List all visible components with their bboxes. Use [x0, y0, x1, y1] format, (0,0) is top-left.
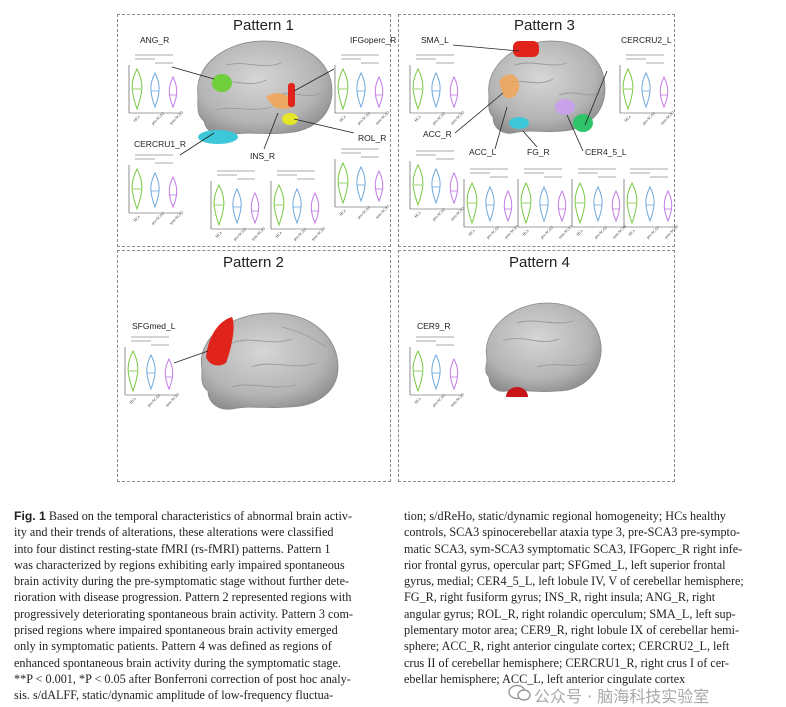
acc-r-violin [403, 147, 465, 222]
ins-r-blob [266, 93, 295, 109]
ang-r-blob [212, 74, 232, 92]
caption-line-2: ity and their trends of alterations, the… [14, 525, 334, 540]
caption-line-10: enhanced spontaneous brain activity duri… [14, 655, 341, 670]
caption-line-7: progressively deteriorating spontaneous … [14, 606, 354, 621]
ins-r-violin-1 [204, 167, 266, 242]
caption-line-4: was characterized by regions exhibiting … [14, 557, 345, 572]
pattern-4-title: Pattern 4 [509, 254, 570, 271]
caption-line-9: only in symptomatic patients. Pattern 4 … [14, 639, 332, 654]
region-label-ang-r: ANG_R [140, 35, 170, 45]
region-label-sma-l: SMA_L [421, 35, 449, 45]
pattern-4-panel: Pattern 4 CER9_R [398, 250, 675, 482]
pattern-1-brain [197, 40, 333, 144]
pattern-1-title: Pattern 1 [233, 17, 294, 34]
cer4-5-l-blob [555, 99, 575, 115]
pattern-3-panel: Pattern 3 SMA_L CERCRU2_L ACC_R ACC_L FG… [398, 14, 675, 247]
pattern-4-brain [485, 302, 602, 397]
cer9-r-violin [403, 333, 465, 408]
cer9-r-blob [506, 387, 528, 397]
region-label-cercru2-l: CERCRU2_L [621, 35, 672, 45]
caption-line-11: **P < 0.001, *P < 0.05 after Bonferroni … [14, 671, 351, 686]
caption-right-line-2: controls, SCA3 spinocerebellar ataxia ty… [404, 525, 741, 540]
caption-right-line-7: angular gyrus; ROL_R, right rolandic ope… [404, 606, 736, 621]
pattern-3-title: Pattern 3 [514, 17, 575, 34]
sfgmed-l-violin [118, 333, 180, 408]
caption-line-5: brain activity during the pre-symptomati… [14, 574, 350, 589]
region-label-acc-r: ACC_R [423, 129, 452, 139]
rol-r-violin [328, 145, 390, 220]
region-label-cer4-5-l: CER4_5_L [585, 147, 627, 157]
region-label-cer9-r: CER9_R [417, 321, 451, 331]
pattern-2-panel: Pattern 2 SFGmed_L [117, 250, 391, 482]
cercru2-l-blob [573, 114, 593, 132]
region-label-ifgoperc-r: IFGoperc_R [350, 35, 397, 45]
region-label-rol-r: ROL_R [358, 133, 387, 143]
caption-line-3: into four distinct resting-state fMRI (r… [14, 541, 331, 556]
sfgmed-l-blob [206, 317, 234, 366]
caption-right-line-8: plementary motor area; CER9_R, right lob… [404, 623, 740, 638]
figure-caption-right: tion; s/dReHo, static/dynamic regional h… [404, 508, 776, 687]
fg-r-violin [511, 165, 573, 240]
cercru2-l-violin [613, 51, 675, 126]
caption-line-8: prised regions where impaired spontaneou… [14, 623, 338, 638]
cercru1-r-blob [198, 130, 238, 144]
wechat-icon [508, 684, 531, 701]
caption-right-line-9: sphere; ACC_R, right anterior cingulate … [404, 639, 730, 654]
region-label-sfgmed-l: SFGmed_L [132, 321, 176, 331]
pattern-1-panel: Pattern 1 ANG_R IFGoperc_R CERCRU1_R INS… [117, 14, 396, 247]
acc-l-violin [457, 165, 519, 240]
caption-line-6: rioration with disease progression. Patt… [14, 590, 352, 605]
pattern-2-brain [200, 312, 339, 410]
ins-r-violin-2 [264, 167, 326, 242]
region-label-fg-r: FG_R [527, 147, 550, 157]
caption-right-line-1: tion; s/dReHo, static/dynamic regional h… [404, 509, 726, 523]
ang-r-violin [122, 51, 184, 126]
watermark-text: 公众号 · 脑海科技实验室 [534, 687, 710, 706]
ifgoperc-r-blob [288, 83, 295, 107]
caption-line-1: Fig. 1 Based on the temporal characteris… [14, 508, 384, 524]
caption-right-line-4: rior frontal gyrus, opercular part; SFGm… [404, 557, 726, 572]
caption-right-line-5: gyrus, medial; CER4_5_L, left lobule IV,… [404, 574, 744, 589]
sma-l-violin [403, 51, 465, 126]
cercru1-r-violin [122, 151, 184, 226]
figure-caption-left: Fig. 1 Based on the temporal characteris… [14, 508, 384, 704]
caption-line-1-text: Based on the temporal characteristics of… [48, 509, 353, 523]
pattern-3-brain [488, 40, 606, 134]
rol-r-blob [282, 113, 298, 125]
figure-label: Fig. 1 [14, 509, 46, 523]
sma-l-blob [513, 41, 539, 57]
pattern-2-title: Pattern 2 [223, 254, 284, 271]
caption-line-12: sis. s/dALFF, static/dynamic amplitude o… [14, 688, 334, 703]
caption-right-line-10: crus II of cerebellar hemisphere; CERCRU… [404, 655, 729, 670]
caption-right-line-6: FG_R, right fusiform gyrus; INS_R, right… [404, 590, 716, 605]
ifgoperc-r-violin [328, 51, 390, 126]
acc-r-blob [499, 74, 520, 99]
region-label-ins-r: INS_R [250, 151, 276, 161]
region-label-cercru1-r: CERCRU1_R [134, 139, 186, 149]
cer4-5-l-violin-2 [617, 165, 679, 240]
caption-right-line-3: matic SCA3, sym-SCA3 symptomatic SCA3, I… [404, 541, 743, 556]
caption-right-line-11: ebellar hemisphere; ACC_L, left anterior… [404, 671, 686, 686]
region-label-acc-l: ACC_L [469, 147, 497, 157]
fg-r-blob [509, 117, 529, 129]
